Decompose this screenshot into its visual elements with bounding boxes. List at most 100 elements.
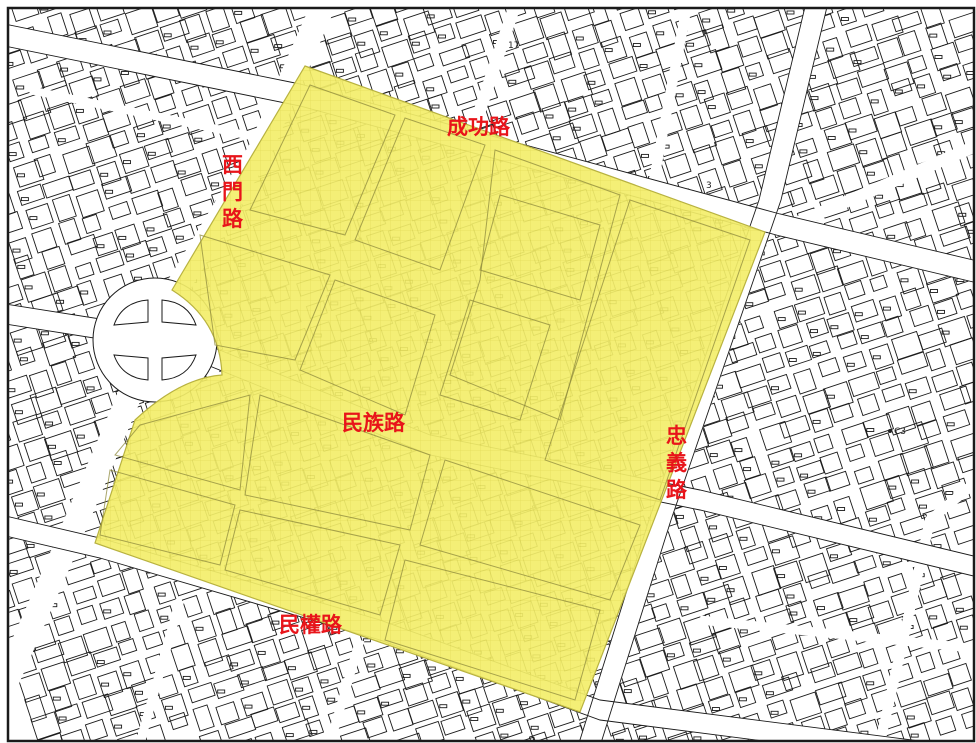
parcel bbox=[578, 47, 600, 71]
parcel bbox=[855, 137, 884, 168]
parcel bbox=[753, 9, 786, 39]
parcel bbox=[8, 430, 12, 442]
parcel bbox=[693, 79, 715, 104]
parcel-number-tag bbox=[462, 699, 471, 704]
parcel bbox=[679, 525, 702, 553]
parcel bbox=[173, 157, 202, 180]
map-frame bbox=[6, 6, 976, 743]
parcel-number-tag bbox=[545, 114, 554, 119]
parcel bbox=[13, 254, 35, 280]
parcel-number-tag bbox=[754, 671, 763, 676]
parcel bbox=[925, 604, 949, 630]
parcel bbox=[571, 23, 599, 50]
parcel bbox=[438, 44, 471, 67]
parcel bbox=[790, 274, 821, 301]
parcel bbox=[930, 112, 958, 137]
parcel bbox=[17, 672, 48, 703]
parcel bbox=[904, 118, 938, 146]
parcel-number-tag bbox=[906, 715, 915, 720]
parcel bbox=[104, 686, 138, 717]
parcel bbox=[254, 731, 274, 741]
parcel bbox=[135, 701, 157, 723]
parcel bbox=[948, 11, 974, 39]
parcel bbox=[72, 673, 98, 701]
parcel bbox=[714, 135, 742, 166]
parcel bbox=[533, 8, 556, 19]
parcel-number-tag bbox=[217, 689, 226, 694]
parcel-number-tag bbox=[13, 338, 22, 343]
parcel-number-tag bbox=[799, 149, 808, 154]
highlighted-plan-area[interactable] bbox=[94, 65, 766, 713]
parcel bbox=[621, 99, 649, 120]
parcel bbox=[942, 409, 971, 433]
parcel-number-tag bbox=[648, 10, 656, 15]
parcel bbox=[8, 31, 20, 55]
parcel bbox=[832, 652, 863, 676]
parcel bbox=[859, 479, 894, 511]
parcel bbox=[84, 718, 109, 741]
parcel bbox=[72, 585, 98, 605]
parcel bbox=[705, 512, 734, 543]
parcel bbox=[8, 443, 25, 472]
parcel bbox=[764, 281, 786, 301]
parcel-number-tag bbox=[96, 244, 105, 249]
parcel bbox=[963, 220, 974, 245]
parcel-number-tag bbox=[900, 278, 909, 283]
parcel bbox=[369, 8, 399, 28]
parcel bbox=[961, 709, 974, 730]
parcel bbox=[806, 82, 836, 112]
parcel-number-tag bbox=[362, 638, 371, 643]
parcel bbox=[96, 8, 126, 22]
parcel-number-tag bbox=[639, 735, 647, 740]
parcel bbox=[696, 564, 722, 586]
parcel-number-tag bbox=[934, 125, 943, 130]
parcel bbox=[664, 153, 692, 179]
parcel bbox=[766, 699, 788, 719]
parcel bbox=[737, 35, 763, 58]
parcel-number-tag bbox=[894, 89, 903, 94]
parcel-number-tag bbox=[244, 704, 253, 709]
parcel bbox=[869, 432, 895, 457]
parcel-number-tag bbox=[250, 48, 259, 53]
parcel-number-tag bbox=[24, 285, 33, 290]
parcel bbox=[743, 385, 772, 409]
parcel-number-tag bbox=[854, 312, 863, 317]
parcel bbox=[121, 566, 144, 595]
parcel bbox=[734, 686, 757, 709]
parcel-number-tag bbox=[604, 48, 613, 53]
parcel bbox=[856, 321, 886, 345]
parcel-number-tag bbox=[675, 514, 684, 519]
parcel bbox=[639, 649, 671, 678]
parcel-number-tag bbox=[19, 357, 28, 362]
parcel bbox=[947, 662, 972, 687]
parcel bbox=[170, 642, 196, 672]
parcel-number-tag bbox=[552, 136, 561, 141]
parcel-number-tag bbox=[887, 234, 896, 239]
parcel bbox=[790, 440, 815, 463]
parcel bbox=[722, 159, 748, 188]
parcel bbox=[130, 103, 155, 130]
parcel-number-tag bbox=[500, 733, 509, 738]
parcel bbox=[920, 8, 945, 30]
parcel-number-tag bbox=[48, 444, 56, 449]
parcel bbox=[393, 79, 420, 105]
parcel-number-tag bbox=[788, 358, 797, 362]
parcel bbox=[814, 106, 838, 130]
parcel-number-tag bbox=[96, 660, 105, 665]
parcel bbox=[187, 681, 216, 704]
parcel bbox=[453, 8, 480, 19]
parcel bbox=[807, 570, 831, 590]
parcel-number-tag bbox=[739, 629, 748, 634]
parcel-number-tag bbox=[666, 653, 675, 658]
parcel bbox=[65, 651, 97, 677]
parcel bbox=[730, 436, 754, 463]
parcel bbox=[8, 237, 33, 264]
parcel bbox=[874, 200, 895, 219]
parcel-number-tag bbox=[786, 10, 795, 15]
parcel bbox=[724, 8, 746, 20]
parcel bbox=[239, 14, 270, 44]
parcel bbox=[627, 121, 651, 149]
parcel bbox=[679, 104, 704, 130]
parcel-number-tag bbox=[519, 701, 528, 706]
parcel bbox=[789, 691, 823, 722]
